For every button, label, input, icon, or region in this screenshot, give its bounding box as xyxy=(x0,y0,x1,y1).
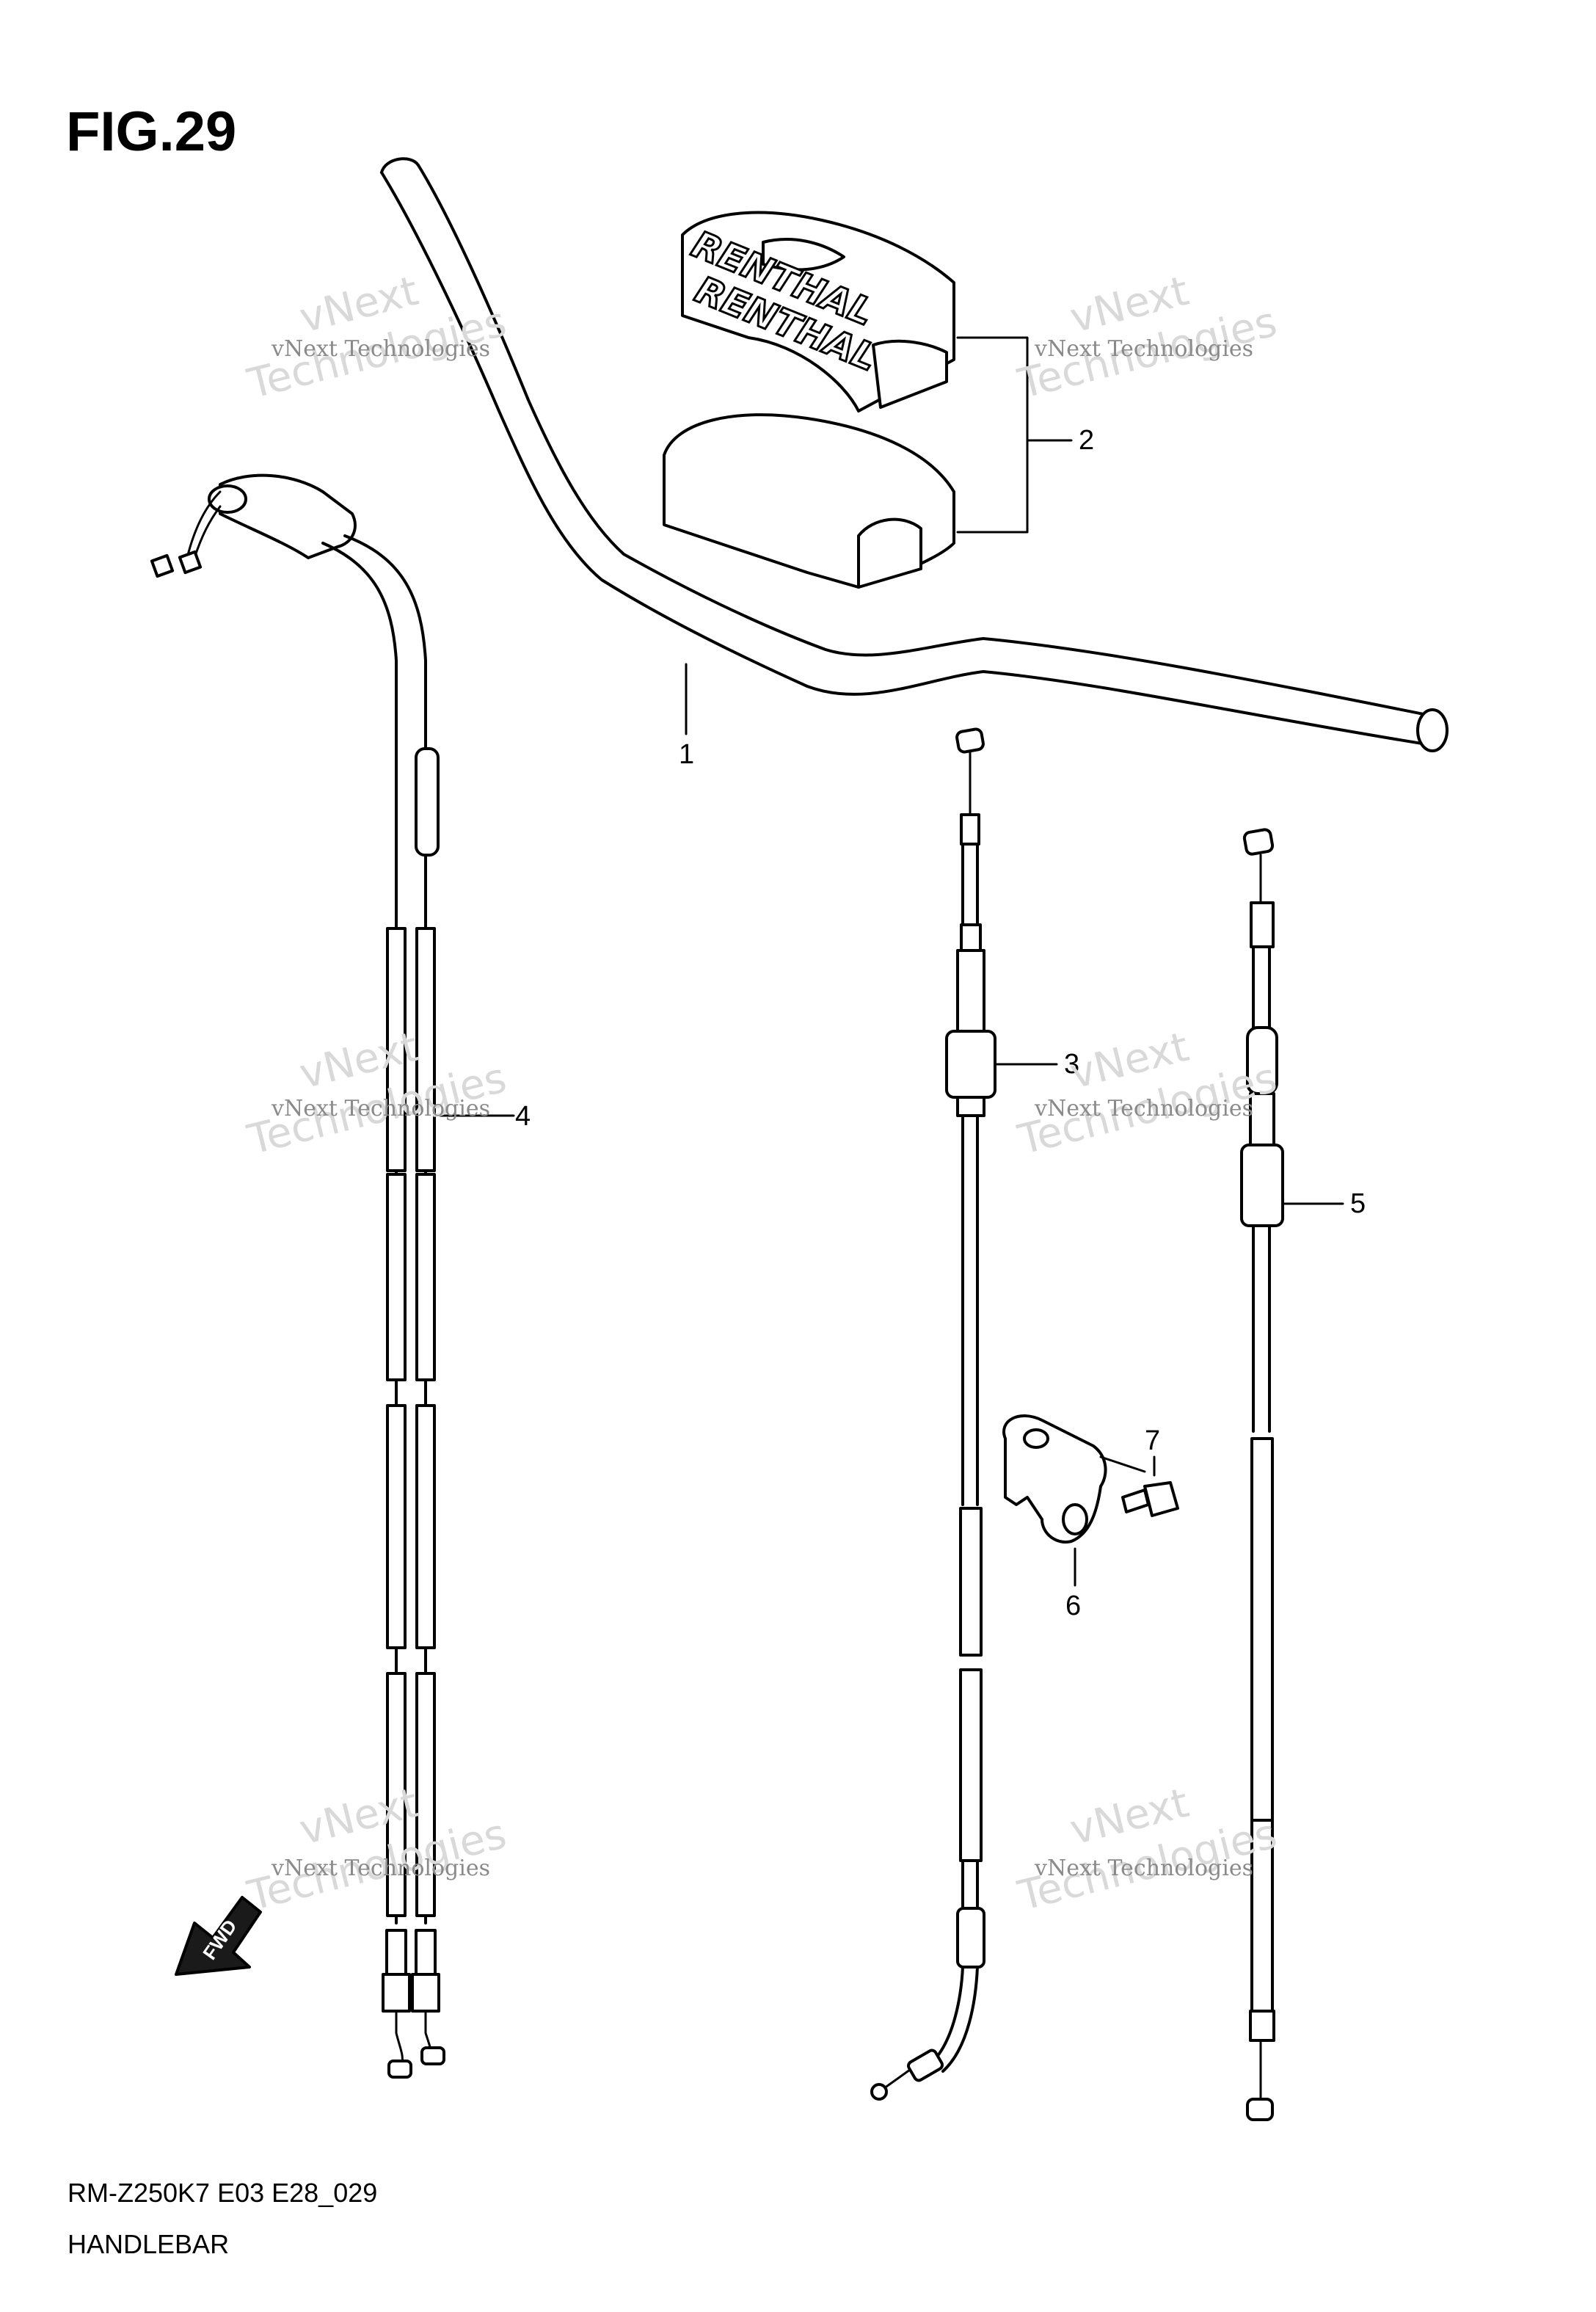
handlebar-pad-cover: RENTHAL RENTHAL xyxy=(681,211,955,412)
svg-text:vNext Technologies: vNext Technologies xyxy=(271,336,490,362)
throttle-cable-assembly xyxy=(150,473,445,2079)
watermark-top-right: vNext Technologies vNext Technologies xyxy=(1013,267,1282,409)
watermark-middle-left: vNext Technologies vNext Technologies xyxy=(243,1023,511,1165)
right-cable xyxy=(1240,828,1284,2121)
callout-1: 1 xyxy=(679,739,694,770)
svg-text:vNext Technologies: vNext Technologies xyxy=(1034,1096,1253,1122)
callout-3: 3 xyxy=(1064,1049,1079,1080)
bolt xyxy=(1121,1481,1179,1517)
figure-title: FIG.29 xyxy=(66,101,236,163)
svg-text:vNext Technologies: vNext Technologies xyxy=(1034,336,1253,362)
callout-2: 2 xyxy=(1079,425,1094,456)
watermark-middle-right: vNext Technologies vNext Technologies xyxy=(1013,1023,1282,1165)
svg-text:vNext Technologies: vNext Technologies xyxy=(271,1096,490,1122)
callout-bracket-2 xyxy=(956,336,1029,534)
callout-5: 5 xyxy=(1350,1188,1366,1219)
watermark-top-left: vNext Technologies vNext Technologies xyxy=(243,267,511,409)
callout-7: 7 xyxy=(1145,1425,1160,1456)
callout-4: 4 xyxy=(515,1101,531,1132)
svg-text:vNext Technologies: vNext Technologies xyxy=(271,1855,490,1881)
forward-direction-marker: FWD xyxy=(175,1896,262,1976)
handlebar xyxy=(380,157,1449,752)
diagram-name: HANDLEBAR xyxy=(68,2229,229,2259)
diagram-code: RM-Z250K7 E03 E28_029 xyxy=(68,2178,377,2208)
watermark-bottom-left: vNext Technologies vNext Technologies xyxy=(243,1779,511,1921)
callout-6: 6 xyxy=(1065,1591,1081,1621)
svg-text:vNext Technologies: vNext Technologies xyxy=(1034,1855,1253,1881)
handlebar-pad-foam xyxy=(663,413,955,589)
clamp xyxy=(1002,1414,1146,1544)
center-cable xyxy=(870,727,996,2101)
watermark-bottom-right: vNext Technologies vNext Technologies xyxy=(1013,1779,1282,1921)
